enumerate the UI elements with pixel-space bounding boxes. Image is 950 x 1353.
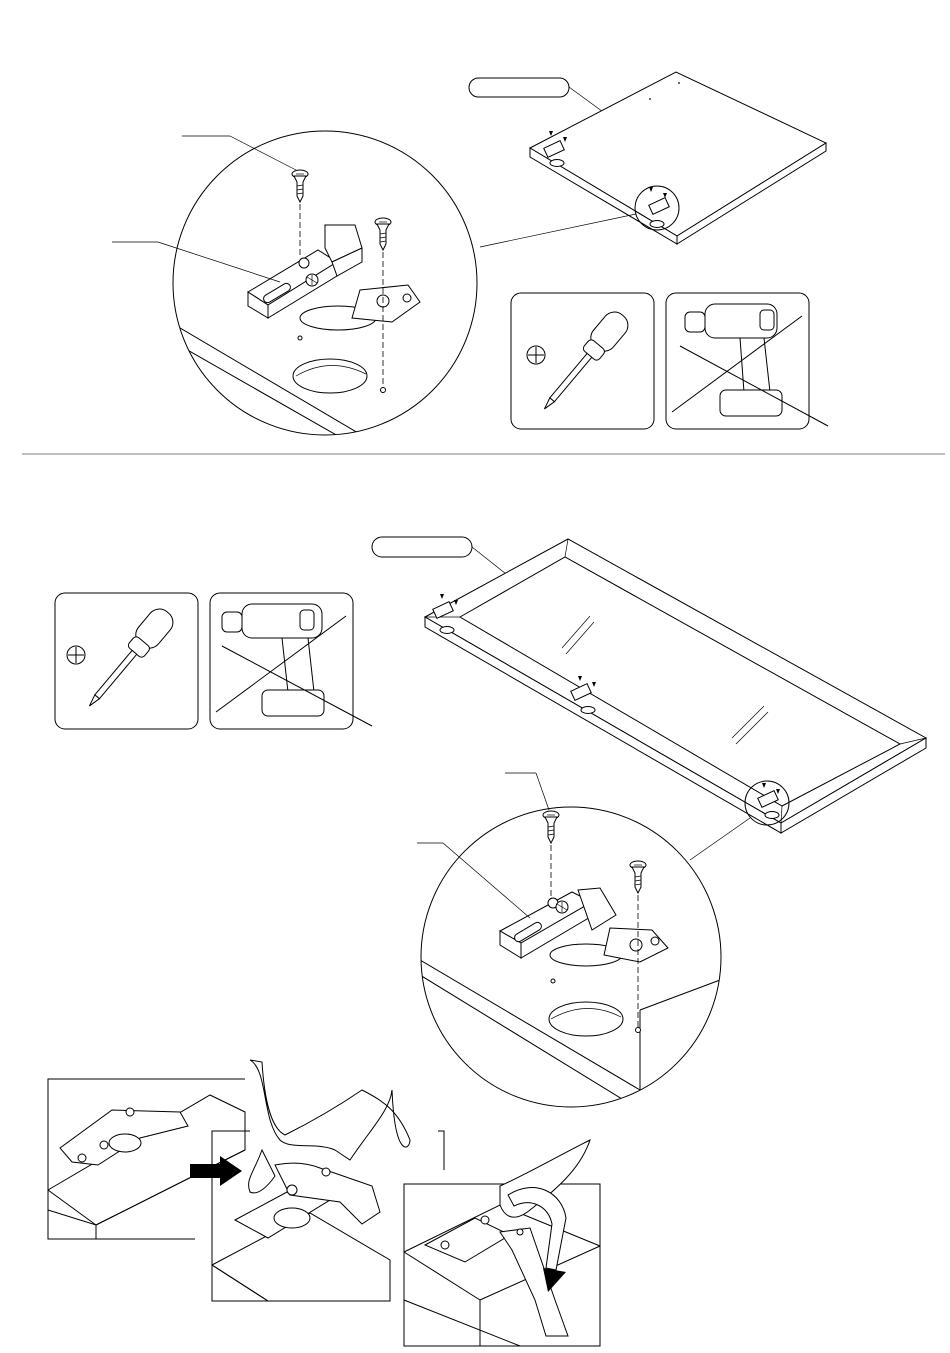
hinge-detail-zoom — [112, 131, 477, 440]
tool-screwdriver-card — [55, 593, 198, 729]
tool-screwdriver-card — [511, 293, 654, 429]
step-hinge-on-panel — [48, 1079, 245, 1239]
tool-drill-card — [666, 293, 828, 429]
bottom-section — [48, 537, 926, 1346]
glass-door-frame — [425, 539, 926, 833]
top-section — [112, 72, 828, 440]
hinge-detail-zoom — [417, 773, 721, 1110]
step-release-hinge — [404, 1140, 600, 1346]
tool-drill-card — [210, 593, 372, 729]
door-panel — [530, 72, 826, 244]
